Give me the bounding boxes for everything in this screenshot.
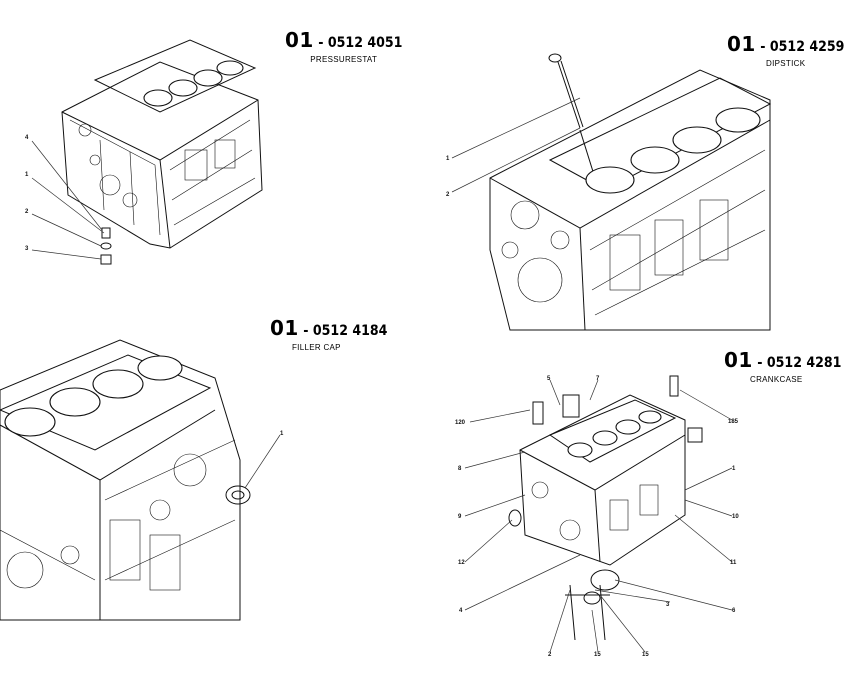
callout-label: 11: [730, 560, 737, 566]
callout-label: 1: [25, 172, 29, 178]
callout-label: 2: [446, 192, 450, 198]
engine-block-drawing: 1 2: [446, 53, 772, 331]
engine-block: [0, 339, 241, 621]
part-code: - 0512 4259: [760, 39, 845, 55]
part-title: DIPSTICK: [766, 59, 806, 68]
engine-block-drawing: 5 7 120 185 8 1 9 10 12 11 4 6 3 2 15 15: [455, 375, 739, 658]
group-number: 01: [270, 316, 299, 340]
callout-label: 10: [732, 514, 739, 520]
part-title: CRANKCASE: [750, 375, 803, 384]
callout-label: 3: [25, 246, 29, 252]
callout-label: 6: [732, 608, 736, 614]
callout-label: 120: [455, 420, 466, 426]
callout-label: 3: [666, 602, 670, 608]
engine-block-drawing: 1: [0, 339, 284, 621]
part-title: PRESSURESTAT: [310, 55, 378, 64]
callout-label: 185: [728, 419, 739, 425]
callout-label: 4: [25, 135, 29, 141]
callout-label: 8: [458, 466, 462, 472]
engine-block: [489, 69, 772, 331]
part-code: - 0512 4184: [303, 323, 388, 339]
callout-label: 1: [446, 156, 450, 162]
part-title: FILLER CAP: [292, 343, 341, 352]
group-number: 01: [285, 28, 314, 52]
callout-label: 2: [25, 209, 29, 215]
panel-header: 01 - 0512 4259 DIPSTICK: [727, 32, 844, 68]
callout-label: 1: [280, 431, 284, 437]
filler-cap-part: [225, 485, 251, 505]
group-number: 01: [724, 348, 753, 372]
callout-label: 15: [642, 652, 649, 658]
callout-label: 7: [596, 376, 600, 382]
panel-header: 01 - 0512 4281 CRANKCASE: [724, 348, 841, 384]
leader-lines: [464, 379, 733, 653]
engine-block: [519, 394, 686, 566]
group-number: 01: [727, 32, 756, 56]
panel-header: 01 - 0512 4184 FILLER CAP: [270, 316, 387, 352]
callout-label: 2: [548, 652, 552, 658]
callout-label: 1: [732, 466, 736, 472]
crankcase-small-parts: [508, 375, 703, 641]
callout-label: 9: [458, 514, 462, 520]
callout-label: 12: [458, 560, 465, 566]
callout-label: 5: [547, 376, 551, 382]
callout-label: 4: [459, 608, 463, 614]
dipstick-part: [548, 53, 596, 179]
panel-header: 01 - 0512 4051 PRESSURESTAT: [285, 28, 402, 64]
pressure-switch-part: [100, 227, 112, 265]
part-code: - 0512 4281: [757, 355, 842, 371]
part-code: - 0512 4051: [318, 35, 403, 51]
engine-block: [61, 39, 263, 249]
callout-label: 15: [594, 652, 601, 658]
engine-block-drawing: 4 1 2 3: [25, 39, 263, 265]
